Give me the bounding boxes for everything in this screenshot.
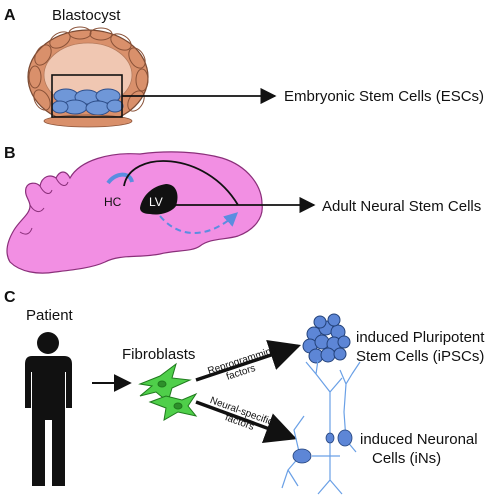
cerebellum-folia [19,177,69,235]
arrow-to-in [195,400,297,444]
reprogramming-label: Reprogramming factors [206,345,278,383]
blastocyst [27,26,149,128]
ins-line2: Cells (iNs) [372,450,441,467]
hc-arc [123,160,239,206]
ipsc-line1: induced Pluripotent [356,329,485,346]
inner-cell-mass [51,88,124,116]
ipsc-cluster [302,313,351,364]
sagittal-brain [6,151,263,274]
patient-label: Patient [26,307,74,324]
lateral-ventricle [140,184,178,215]
esc-label: Embryonic Stem Cells (ESCs) [284,88,484,105]
hippocampus [106,172,134,185]
rms-path [159,212,239,234]
panel-b-letter: B [4,145,16,162]
neurons [281,359,361,495]
neural-specific-label: Neural-specific factors [208,395,274,433]
panel-a-letter: A [4,7,16,24]
ins-line1: induced Neuronal [360,431,478,448]
ansc-label: Adult Neural Stem Cells [322,198,481,215]
patient-icon [25,332,72,486]
fibroblasts-label: Fibroblasts [122,346,195,363]
ipsc-line2: Stem Cells (iPSCs) [356,348,484,365]
lv-label: LV [149,195,163,209]
hc-label: HC [104,195,122,209]
blastocyst-title: Blastocyst [52,7,121,24]
arrow-to-ipsc [195,340,301,382]
fibroblasts [138,362,198,421]
neuron-somas [292,429,353,464]
panel-c-letter: C [4,289,16,306]
trophoblast-cells [28,26,149,112]
